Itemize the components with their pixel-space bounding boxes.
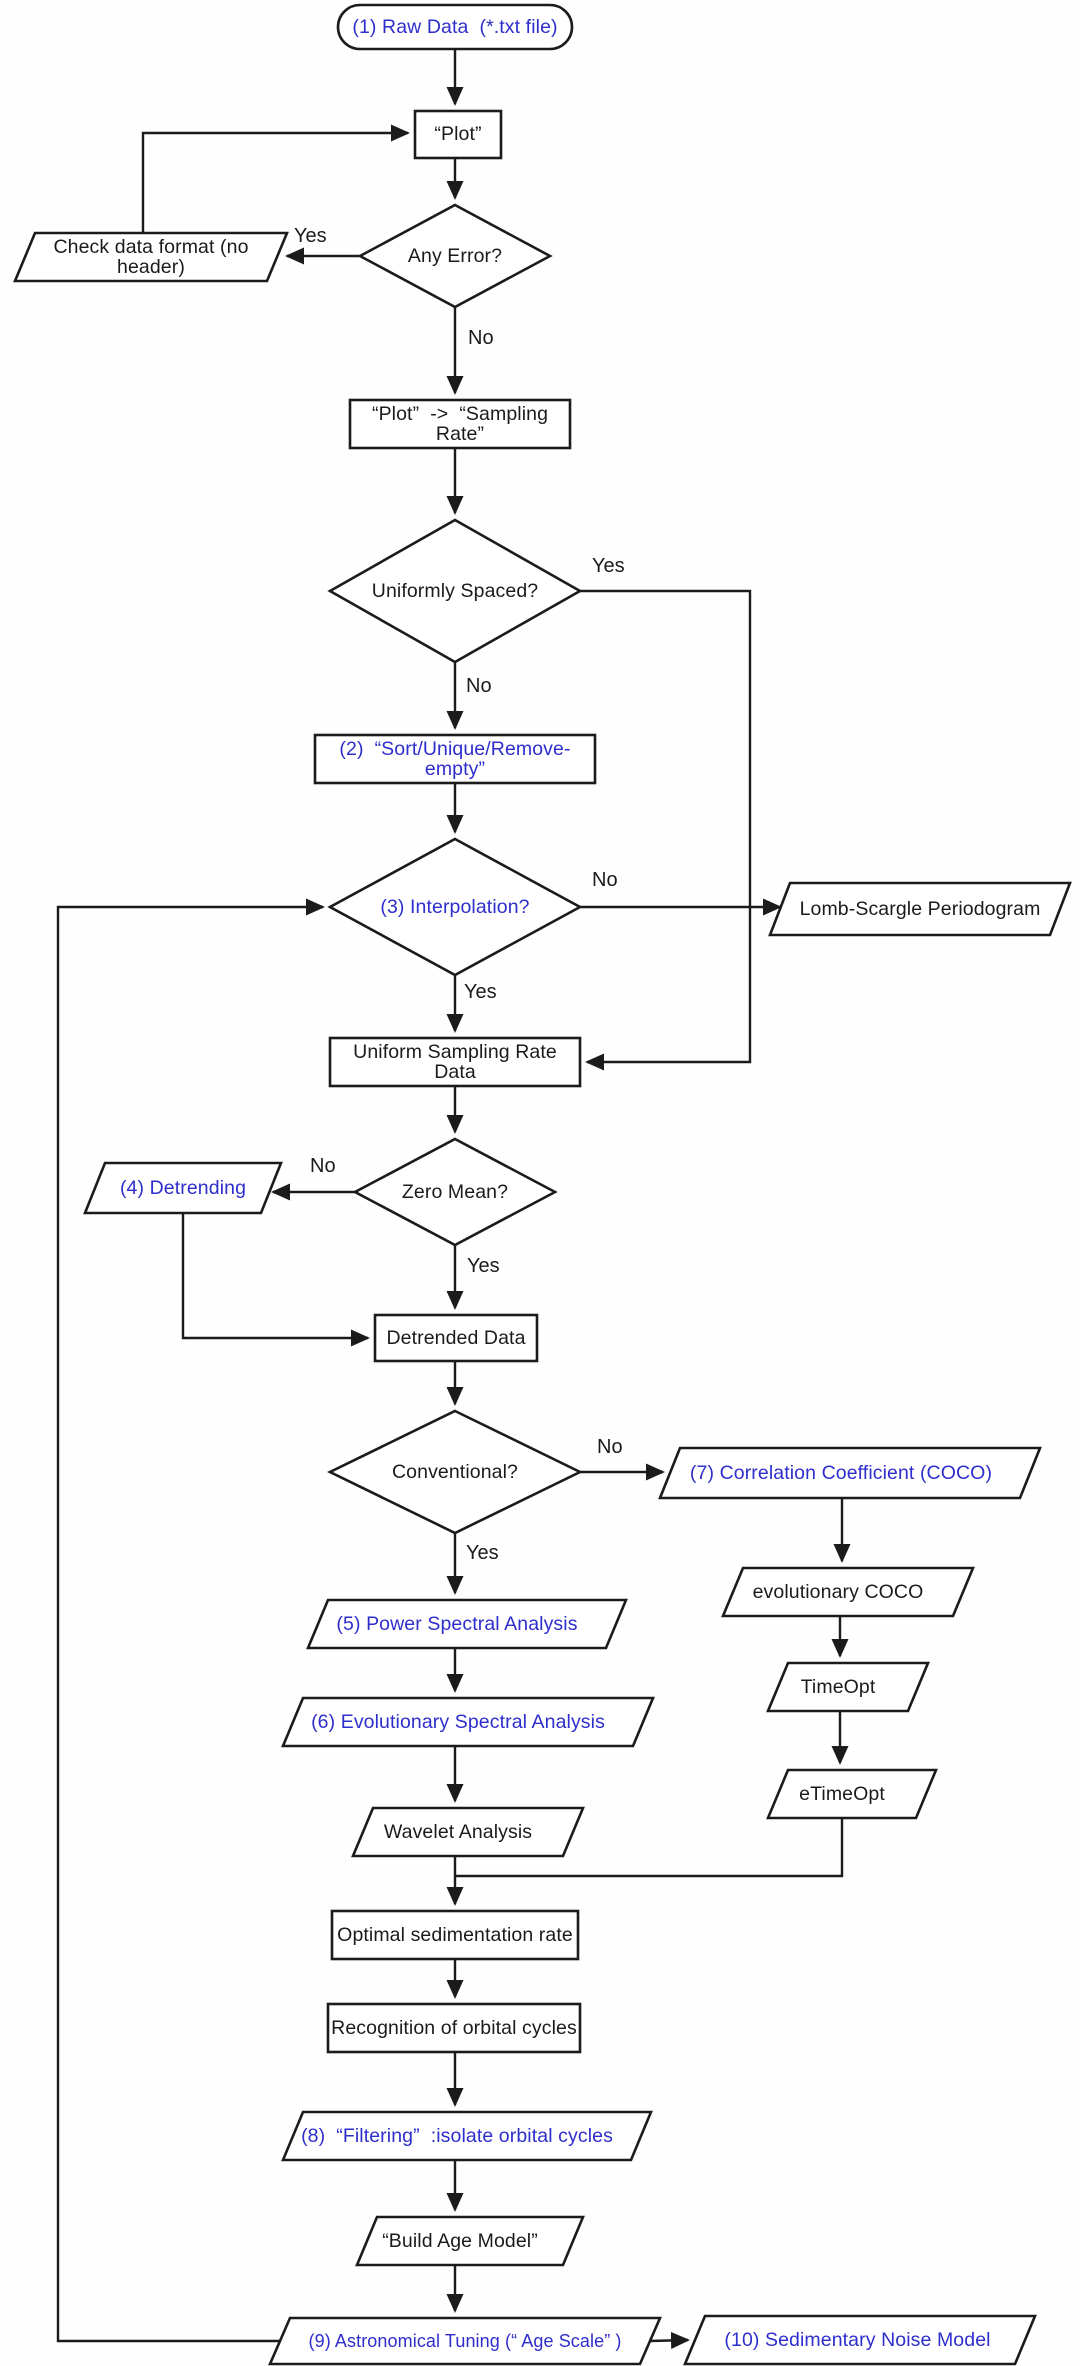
edge-tuning-feedback-to-interpolation	[56, 898, 325, 2343]
sort-unique-box	[313, 733, 597, 785]
uniformly-spaced-diamond	[327, 518, 583, 664]
plot-box	[413, 109, 503, 160]
timeopt-parallelogram	[766, 1661, 930, 1713]
zero-mean-diamond	[352, 1137, 558, 1247]
filtering-parallelogram	[281, 2110, 653, 2162]
detrending-parallelogram	[83, 1161, 283, 1215]
any-error-diamond	[357, 203, 553, 309]
optimal-sed-rate-box	[330, 1909, 580, 1961]
interpolation-diamond	[327, 837, 583, 977]
etimeopt-parallelogram	[766, 1768, 938, 1820]
power-spectral-parallelogram	[306, 1598, 628, 1650]
detrended-data-box	[373, 1313, 539, 1363]
noise-model-parallelogram	[683, 2314, 1037, 2366]
edge-etimeopt-merge	[456, 1818, 844, 1878]
edge-checkformat-to-plot	[141, 124, 410, 233]
recognition-box	[326, 2002, 582, 2054]
edge-uniformlyspaced-yes-to-uniformdata	[580, 589, 752, 1071]
plot-sampling-rate-box	[348, 398, 572, 450]
conventional-diamond	[327, 1409, 583, 1535]
edge-detrending-to-detrendeddata	[181, 1213, 370, 1347]
check-format-parallelogram	[13, 231, 289, 283]
raw-data-terminator	[336, 3, 574, 51]
build-age-parallelogram	[355, 2215, 585, 2267]
lomb-scargle-parallelogram	[768, 881, 1072, 937]
wavelet-parallelogram	[351, 1806, 585, 1858]
edge-tuning-to-noisemodel	[649, 2331, 690, 2349]
astronomical-tuning-parallelogram	[268, 2316, 662, 2366]
uniform-data-box	[328, 1036, 582, 1088]
evolutionary-spectral-parallelogram	[281, 1696, 655, 1748]
coco-parallelogram	[658, 1446, 1042, 1500]
evolutionary-coco-parallelogram	[721, 1566, 975, 1618]
